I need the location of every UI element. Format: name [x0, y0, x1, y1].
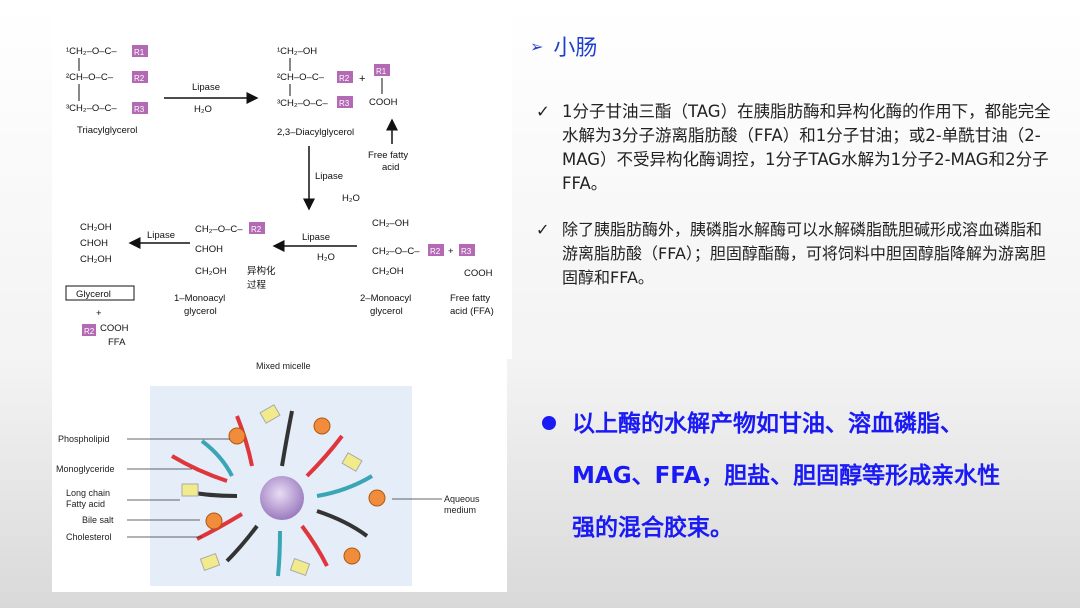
free-r2: R2 [84, 327, 95, 336]
item-1-text: 1分子甘油三酯（TAG）在胰脂肪酶和异构化酶的作用下，都能完全水解为3分子游离脂… [562, 102, 1051, 193]
micelle-core [260, 476, 304, 520]
mag2-label-2: glycerol [370, 306, 403, 317]
plus-1: + [359, 73, 365, 85]
lipase-3: Lipase [302, 232, 330, 243]
dag-r2: R2 [339, 74, 350, 83]
r1-box [132, 45, 148, 57]
cooh-3: COOH [100, 323, 129, 334]
bullet-dot-icon [542, 416, 556, 430]
dag-row-1: ¹CH₂–OH [277, 46, 317, 57]
check-icon: ✓ [536, 102, 550, 121]
dag-label: 2,3–Diacylglycerol [277, 127, 354, 138]
tag-label: Triacylglycerol [77, 125, 137, 136]
water-2: H₂O [342, 193, 360, 204]
isomer-1: 异构化 [247, 265, 276, 277]
ffa2-label-2: acid (FFA) [450, 306, 494, 317]
cooh-2: COOH [464, 268, 493, 279]
mag1-row-3: CH₂OH [195, 266, 227, 277]
bullet-item-2: ✓ 除了胰脂肪酶外，胰磷脂水解酶可以水解磷脂酰胆碱形成溶血磷脂和游离脂肪酸（FF… [536, 218, 1056, 290]
mag2-r2: R2 [430, 247, 441, 256]
cooh-1: COOH [369, 97, 398, 108]
lipase-1: Lipase [192, 82, 220, 93]
check-icon: ✓ [536, 220, 550, 239]
glycerol-label: Glycerol [76, 289, 111, 300]
label-phospholipid: Phospholipid [58, 434, 110, 444]
glycerol-row-2: CHOH [80, 238, 108, 249]
summary-text: 以上酶的水解产物如甘油、溶血磷脂、MAG、FFA，胆盐、胆固醇等形成亲水性强的混… [572, 411, 1001, 541]
bullet-item-1: ✓ 1分子甘油三酯（TAG）在胰脂肪酶和异构化酶的作用下，都能完全水解为3分子游… [536, 100, 1051, 196]
label-monoglyceride: Monoglyceride [56, 464, 115, 474]
lipase-4: Lipase [147, 230, 175, 241]
arrow-bullet-icon: ➢ [530, 36, 544, 56]
tag-row-3: ³CH₂–O–C– [66, 103, 117, 114]
mag1-row-1: CH₂–O–C– [195, 224, 243, 235]
glycerol-row-3: CH₂OH [80, 254, 112, 265]
plus-3: + [96, 308, 102, 319]
micelle-title: Mixed micelle [256, 361, 311, 371]
free-r1: R1 [376, 67, 387, 76]
label-fatty-acid: Fatty acid [66, 499, 105, 509]
ffa-label-2: acid [382, 162, 399, 173]
tag-row-2: ²CH–O–C– [66, 72, 114, 83]
mag1-row-2: CHOH [195, 244, 223, 255]
mag1-label-2: glycerol [184, 306, 217, 317]
mag1-label-1: 1–Monoacyl [174, 293, 225, 304]
r3-label: R3 [134, 105, 145, 114]
lipase-2: Lipase [315, 171, 343, 182]
mag2-row-1: CH₂–OH [372, 218, 409, 229]
mag2-row-3: CH₂OH [372, 266, 404, 277]
heading-text: 小肠 [553, 36, 598, 61]
mag1-r2: R2 [251, 225, 262, 234]
water-1: H₂O [194, 104, 212, 115]
water-3: H₂O [317, 252, 335, 263]
mag2-row-2: CH₂–O–C– [372, 246, 420, 257]
glycerol-box [65, 285, 135, 301]
r2-label: R2 [134, 74, 145, 83]
ffa2-label-1: Free fatty [450, 293, 490, 304]
item-2-text: 除了胰脂肪酶外，胰磷脂水解酶可以水解磷脂酰胆碱形成溶血磷脂和游离脂肪酸（FFA）… [562, 220, 1046, 287]
label-aqueous: Aqueous [444, 494, 480, 504]
mag2-label-1: 2–Monoacyl [360, 293, 411, 304]
ffa-label-1: Free fatty [368, 150, 408, 161]
dag-r3: R3 [339, 99, 350, 108]
plus-2: + [448, 246, 454, 257]
section-heading: ➢ 小肠 [530, 30, 597, 62]
r3-box [132, 102, 148, 114]
label-cholesterol: Cholesterol [66, 532, 112, 542]
r1-label: R1 [134, 48, 145, 57]
label-long-chain: Long chain [66, 488, 110, 498]
summary-bullet: 以上酶的水解产物如甘油、溶血磷脂、MAG、FFA，胆盐、胆固醇等形成亲水性强的混… [542, 398, 1002, 554]
mixed-micelle-figure: Mixed micelle Phospholipid Monoglyceride [52, 356, 507, 592]
label-bile-salt: Bile salt [82, 515, 114, 525]
tag-row-1: ¹CH₂–O–C– [66, 46, 117, 57]
text-panel: ➢ 小肠 ✓ 1分子甘油三酯（TAG）在胰脂肪酶和异构化酶的作用下，都能完全水解… [520, 0, 1080, 608]
label-medium: medium [444, 505, 476, 515]
reaction-scheme: ¹CH₂–O–C– ²CH–O–C– ³CH₂–O–C– R1 R2 R3 Tr… [65, 45, 494, 348]
lipid-digestion-diagram: ¹CH₂–O–C– ²CH–O–C– ³CH₂–O–C– R1 R2 R3 Tr… [52, 14, 512, 359]
micelle-svg: Mixed micelle Phospholipid Monoglyceride [56, 361, 480, 586]
isomer-2: 过程 [247, 279, 267, 291]
r2-box [132, 71, 148, 83]
dag-row-2: ²CH–O–C– [277, 72, 325, 83]
glycerol-row-1: CH₂OH [80, 222, 112, 233]
dag-row-3: ³CH₂–O–C– [277, 98, 328, 109]
ffa-3: FFA [108, 337, 126, 348]
mag2-r3: R3 [461, 247, 472, 256]
